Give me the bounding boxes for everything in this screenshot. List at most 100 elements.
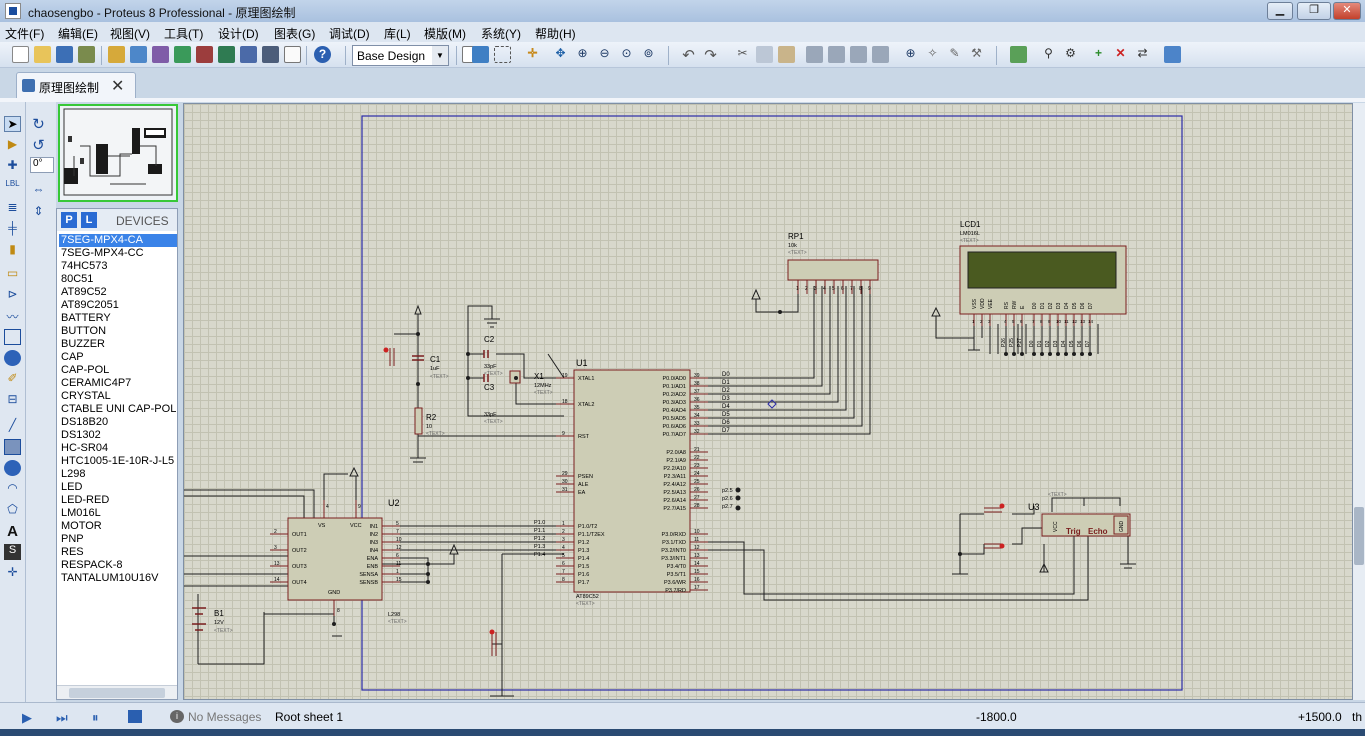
cut-icon[interactable]: ✂ bbox=[737, 46, 748, 60]
menu-view[interactable]: 视图(V) bbox=[110, 27, 150, 41]
pick-devices-button[interactable]: P bbox=[61, 212, 77, 228]
schematic-icon[interactable] bbox=[130, 46, 147, 63]
block-delete-icon[interactable] bbox=[872, 46, 889, 63]
wire-autoroute-icon[interactable] bbox=[1010, 46, 1027, 63]
close-button[interactable]: ✕ bbox=[1333, 2, 1361, 20]
new-sheet-icon[interactable]: + bbox=[1094, 46, 1102, 60]
device-item[interactable]: CERAMIC4P7 bbox=[61, 377, 132, 389]
device-item[interactable]: CRYSTAL bbox=[61, 390, 111, 402]
new-file-icon[interactable] bbox=[12, 46, 29, 63]
document-icon[interactable] bbox=[284, 46, 301, 63]
origin-icon[interactable]: ✛ bbox=[527, 46, 538, 60]
zoom-out-icon[interactable]: ⊖ bbox=[599, 46, 610, 60]
virtual-instrument-icon[interactable]: ⊟ bbox=[7, 392, 18, 406]
bus-icon[interactable]: ╪ bbox=[8, 221, 17, 235]
menu-system[interactable]: 系统(Y) bbox=[481, 27, 521, 41]
tape-recorder-icon[interactable] bbox=[4, 329, 21, 345]
menu-help[interactable]: 帮助(H) bbox=[535, 27, 576, 41]
pcb-icon[interactable] bbox=[152, 46, 169, 63]
block-copy-icon[interactable] bbox=[806, 46, 823, 63]
block-rotate-icon[interactable] bbox=[850, 46, 867, 63]
marker-icon[interactable]: ✛ bbox=[7, 565, 18, 579]
gerber-icon[interactable] bbox=[174, 46, 191, 63]
library-manager-button[interactable]: L bbox=[81, 212, 97, 228]
goto-sheet-icon[interactable]: ⇄ bbox=[1137, 46, 1148, 60]
menu-debug[interactable]: 调试(D) bbox=[329, 27, 370, 41]
selection-mode-icon[interactable]: ➤ bbox=[4, 116, 21, 132]
zoom-in-icon[interactable]: ⊕ bbox=[577, 46, 588, 60]
redo-icon[interactable]: ↷ bbox=[704, 47, 717, 64]
device-item[interactable]: HTC1005-1E-10R-J-L5 bbox=[61, 455, 175, 467]
pause-icon[interactable]: ⏸ bbox=[92, 710, 99, 725]
device-item[interactable]: CAP bbox=[61, 351, 84, 363]
close-icon[interactable]: ✕ bbox=[111, 78, 125, 95]
device-pin-icon[interactable]: ⊳ bbox=[7, 287, 18, 301]
arc-icon[interactable]: ◠ bbox=[7, 481, 18, 495]
device-item[interactable]: CTABLE UNI CAP-POL bbox=[61, 403, 177, 415]
graph-icon[interactable]: 〰 bbox=[6, 310, 19, 324]
wire-label-icon[interactable]: LBL bbox=[5, 179, 20, 188]
3d-icon[interactable] bbox=[196, 46, 213, 63]
home-icon[interactable] bbox=[108, 46, 125, 63]
block-move-icon[interactable] bbox=[828, 46, 845, 63]
text-script-icon[interactable]: ≣ bbox=[7, 200, 18, 214]
maximize-button[interactable]: ❐ bbox=[1297, 2, 1331, 20]
menu-library[interactable]: 库(L) bbox=[384, 27, 411, 41]
subcircuit-icon[interactable]: ▮ bbox=[9, 242, 16, 256]
menu-tools[interactable]: 工具(T) bbox=[164, 27, 204, 41]
paste-icon[interactable] bbox=[778, 46, 795, 63]
device-item[interactable]: LED bbox=[61, 481, 83, 493]
mirror-y-icon[interactable]: ⇕ bbox=[33, 204, 44, 218]
device-item[interactable]: BATTERY bbox=[61, 312, 111, 324]
menu-template[interactable]: 模版(M) bbox=[424, 27, 466, 41]
minimize-button[interactable]: ▁ bbox=[1267, 2, 1293, 20]
device-item[interactable]: BUTTON bbox=[61, 325, 107, 337]
step-icon[interactable]: ⏭ bbox=[56, 710, 68, 725]
device-item[interactable]: MOTOR bbox=[61, 520, 102, 532]
play-icon[interactable]: ▶ bbox=[22, 710, 32, 725]
device-item[interactable]: 80C51 bbox=[61, 273, 94, 285]
import-icon[interactable] bbox=[78, 46, 95, 63]
device-item[interactable]: TANTALUM10U16V bbox=[61, 572, 159, 584]
generator-icon[interactable] bbox=[4, 350, 21, 366]
circle-icon[interactable] bbox=[4, 460, 21, 476]
device-item[interactable]: DS1302 bbox=[61, 429, 101, 441]
device-item[interactable]: 7SEG-MPX4-CC bbox=[61, 247, 144, 259]
symbol-icon[interactable]: S bbox=[4, 544, 21, 560]
open-folder-icon[interactable] bbox=[34, 46, 51, 63]
device-item[interactable]: AT89C2051 bbox=[61, 299, 119, 311]
pack-icon[interactable]: ✎ bbox=[949, 46, 960, 60]
device-item[interactable]: LED-RED bbox=[61, 494, 110, 506]
device-item[interactable]: PNP bbox=[61, 533, 84, 545]
device-item[interactable]: AT89C52 bbox=[61, 286, 107, 298]
device-item[interactable]: CAP-POL bbox=[61, 364, 110, 376]
menu-graph[interactable]: 图表(G) bbox=[274, 27, 316, 41]
device-item[interactable]: L298 bbox=[61, 468, 86, 480]
device-list-scrollbar[interactable] bbox=[57, 685, 177, 699]
voltage-probe-icon[interactable]: ✐ bbox=[7, 371, 18, 385]
pan-icon[interactable]: ✥ bbox=[555, 46, 566, 60]
bom-icon[interactable] bbox=[218, 46, 235, 63]
rotate-cw-icon[interactable]: ↻ bbox=[32, 116, 45, 133]
text-icon[interactable]: A bbox=[7, 523, 18, 540]
make-device-icon[interactable]: ✧ bbox=[927, 46, 938, 60]
canvas-vertical-scrollbar[interactable] bbox=[1353, 103, 1365, 700]
junction-dot-icon[interactable]: ✚ bbox=[7, 158, 18, 172]
stop-icon[interactable] bbox=[128, 710, 142, 723]
netlist-icon[interactable] bbox=[1164, 46, 1181, 63]
notes-icon[interactable] bbox=[262, 46, 279, 63]
delete-sheet-icon[interactable]: ✕ bbox=[1115, 46, 1126, 60]
undo-icon[interactable]: ↶ bbox=[682, 47, 695, 64]
path-icon[interactable]: ⬠ bbox=[7, 502, 18, 516]
zoom-area-icon[interactable]: ⊚ bbox=[643, 46, 654, 60]
device-item[interactable]: 74HC573 bbox=[61, 260, 108, 272]
menu-design[interactable]: 设计(D) bbox=[218, 27, 259, 41]
tab-schematic[interactable]: 原理图绘制 ✕ bbox=[16, 72, 136, 98]
design-select[interactable]: Base Design▼ bbox=[352, 45, 449, 66]
search-icon[interactable]: ⚲ bbox=[1044, 46, 1053, 60]
device-item[interactable]: DS18B20 bbox=[61, 416, 109, 428]
menu-edit[interactable]: 编辑(E) bbox=[58, 27, 98, 41]
device-item[interactable]: 7SEG-MPX4-CA bbox=[59, 234, 177, 247]
device-item[interactable]: BUZZER bbox=[61, 338, 105, 350]
